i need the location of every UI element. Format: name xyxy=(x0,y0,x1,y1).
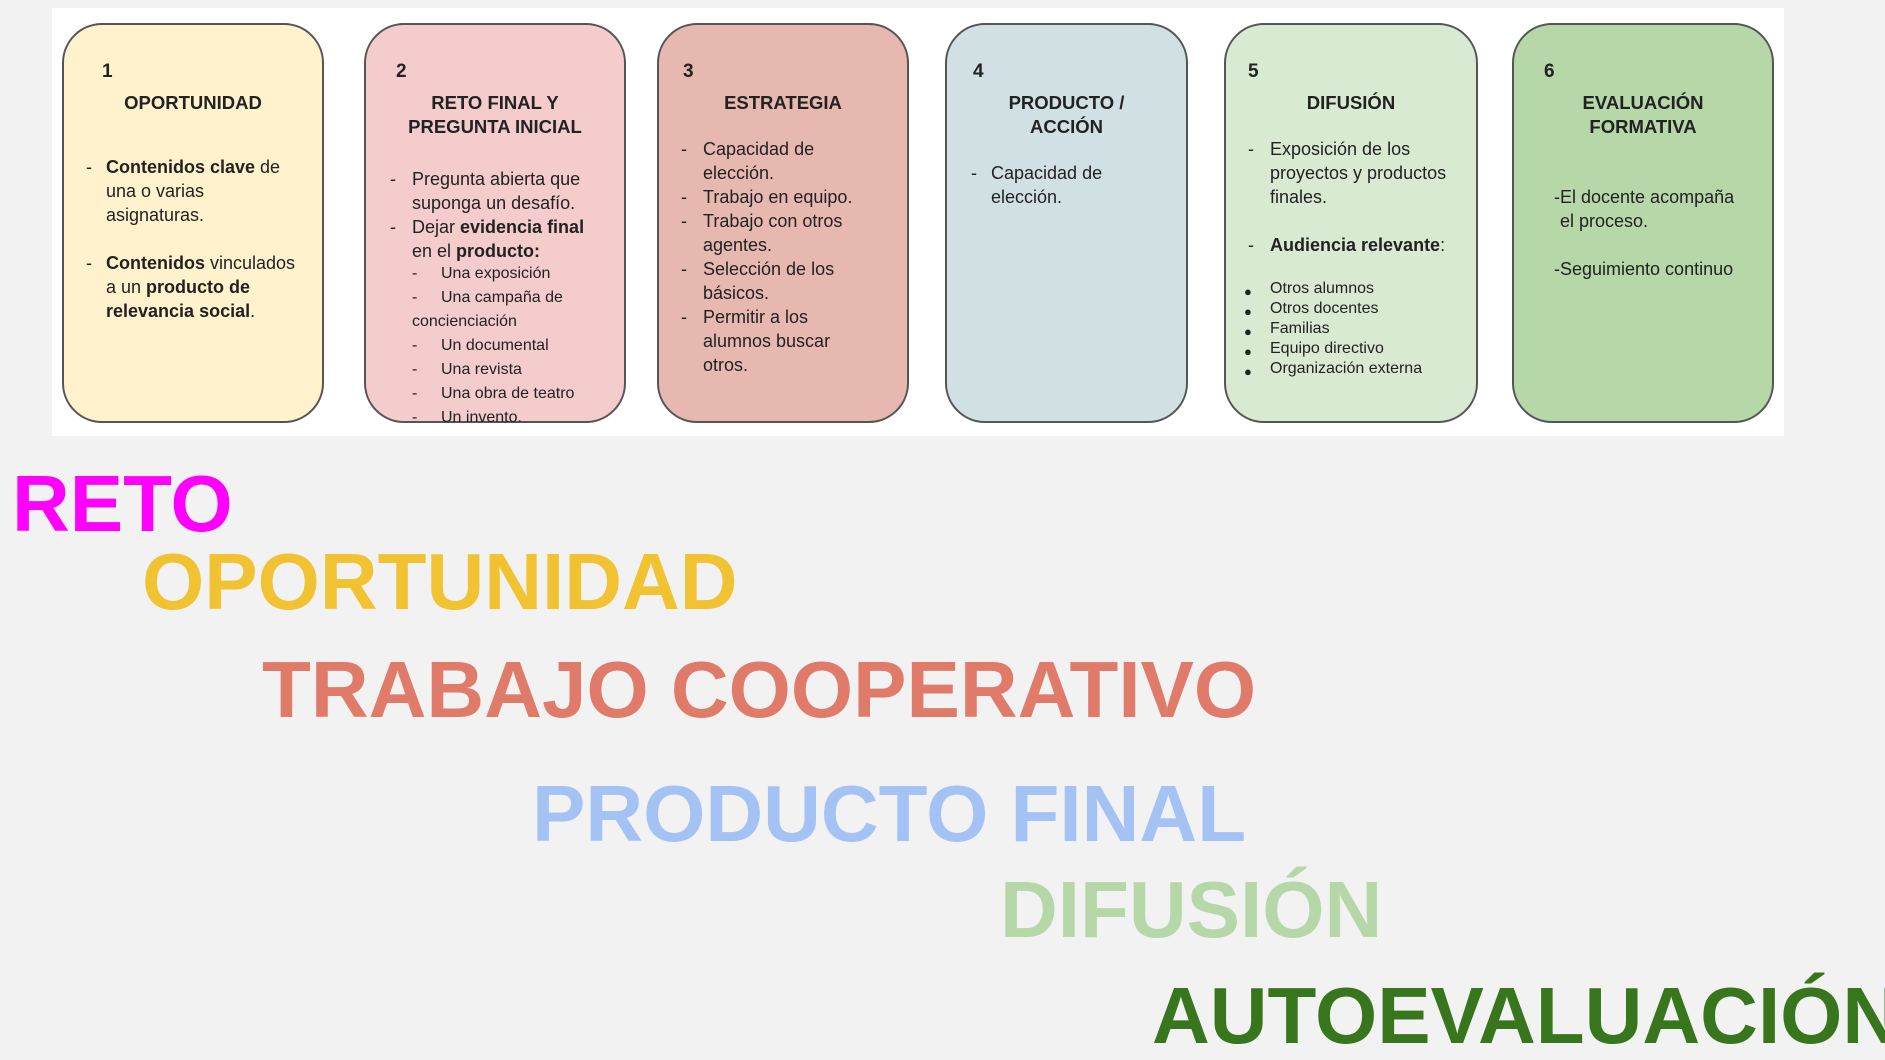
item-text: . xyxy=(250,301,256,321)
item-text: Capacidad de xyxy=(991,163,1103,183)
word-autoevaluacion: AUTOEVALUACIÓN xyxy=(1152,971,1885,1060)
card-number: 3 xyxy=(683,61,694,82)
item-bold: producto de xyxy=(146,277,251,297)
item-text: vinculados xyxy=(205,253,296,273)
card-producto-accion: 4 PRODUCTO / ACCIÓN - Capacidad de elecc… xyxy=(945,23,1188,423)
item-text: en el xyxy=(412,241,457,261)
item-text: asignaturas. xyxy=(106,205,205,225)
item-text: Capacidad de xyxy=(703,139,815,159)
item-text: Un invento. xyxy=(441,409,522,426)
item-text: elección. xyxy=(703,163,775,183)
item-text: Permitir a los xyxy=(703,307,809,327)
item-text: finales. xyxy=(1270,187,1328,207)
item-bold: producto: xyxy=(456,241,541,261)
card-title: ESTRATEGIA xyxy=(724,92,842,113)
word-producto-final: PRODUCTO FINAL xyxy=(532,769,1247,858)
item-text: Una obra de teatro xyxy=(441,385,575,402)
card-title: RETO FINAL Y PREGUNTA INICIAL xyxy=(408,92,582,137)
item-text: -El docente acompaña xyxy=(1554,187,1735,207)
item-text: Organización externa xyxy=(1270,360,1423,377)
card-reto-final: 2 RETO FINAL Y PREGUNTA INICIAL - Pregun… xyxy=(364,23,626,426)
card-title: EVALUACIÓN FORMATIVA xyxy=(1582,92,1704,137)
card-oportunidad: 1 OPORTUNIDAD - Contenidos clave de una … xyxy=(62,23,324,423)
card-title: DIFUSIÓN xyxy=(1306,92,1396,113)
card-title: PRODUCTO / ACCIÓN xyxy=(1008,92,1125,137)
card-title: OPORTUNIDAD xyxy=(124,92,262,113)
item-text: Dejar xyxy=(412,217,461,237)
card-evaluacion-formativa: 6 EVALUACIÓN FORMATIVA -El docente acomp… xyxy=(1512,23,1774,423)
item-text: Un documental xyxy=(441,337,549,354)
card-number: 2 xyxy=(396,61,407,82)
item-text: : xyxy=(1440,235,1446,255)
item-text: el proceso. xyxy=(1560,211,1649,231)
card-number: 5 xyxy=(1248,61,1259,82)
steps-panel: 1 OPORTUNIDAD - Contenidos clave de una … xyxy=(52,8,1784,436)
item-text: a un xyxy=(106,277,147,297)
item-text: Selección de los xyxy=(703,259,835,279)
item-text: agentes. xyxy=(703,235,773,255)
item-text: Una revista xyxy=(441,361,522,378)
item-text: alumnos buscar xyxy=(703,331,831,351)
item-text: básicos. xyxy=(703,283,770,303)
word-oportunidad: OPORTUNIDAD xyxy=(142,537,738,626)
item-text: Una campaña de xyxy=(441,289,563,306)
item-bold: Audiencia relevante xyxy=(1270,235,1441,255)
item-text: proyectos y productos xyxy=(1270,163,1447,183)
item-text: Otros alumnos xyxy=(1270,280,1375,297)
item-text: Trabajo con otros xyxy=(703,211,843,231)
item-text: Trabajo en equipo. xyxy=(703,187,853,207)
item-text: Exposición de los xyxy=(1270,139,1411,159)
word-reto: RETO xyxy=(12,459,233,548)
item-text: Equipo directivo xyxy=(1270,340,1384,357)
item-text: suponga un desafío. xyxy=(412,193,576,213)
item-bold: relevancia social xyxy=(106,301,251,321)
item-text: -Seguimiento continuo xyxy=(1554,259,1734,279)
item-text: una o varias xyxy=(106,181,205,201)
item-text: Otros docentes xyxy=(1270,300,1379,317)
word-difusion: DIFUSIÓN xyxy=(1000,865,1383,954)
item-bold: Contenidos xyxy=(106,253,205,273)
item-bold: Contenidos clave xyxy=(106,157,256,177)
card-difusion: 5 DIFUSIÓN - Exposición de los proyectos… xyxy=(1224,23,1478,423)
card-estrategia: 3 ESTRATEGIA - Capacidad de elección. - … xyxy=(657,23,909,423)
item-text: Familias xyxy=(1270,320,1330,337)
item-text: Una exposición xyxy=(441,265,551,282)
item-bold: evidencia final xyxy=(460,217,585,237)
card-number: 6 xyxy=(1544,61,1555,82)
item-text: de xyxy=(255,157,281,177)
word-trabajo-cooperativo: TRABAJO COOPERATIVO xyxy=(262,645,1257,734)
card-number: 4 xyxy=(973,61,984,82)
item-text: elección. xyxy=(991,187,1063,207)
item-text: otros. xyxy=(703,355,749,375)
item-text: concienciación xyxy=(412,313,517,330)
item-text: Pregunta abierta que xyxy=(412,169,581,189)
card-number: 1 xyxy=(102,61,113,82)
